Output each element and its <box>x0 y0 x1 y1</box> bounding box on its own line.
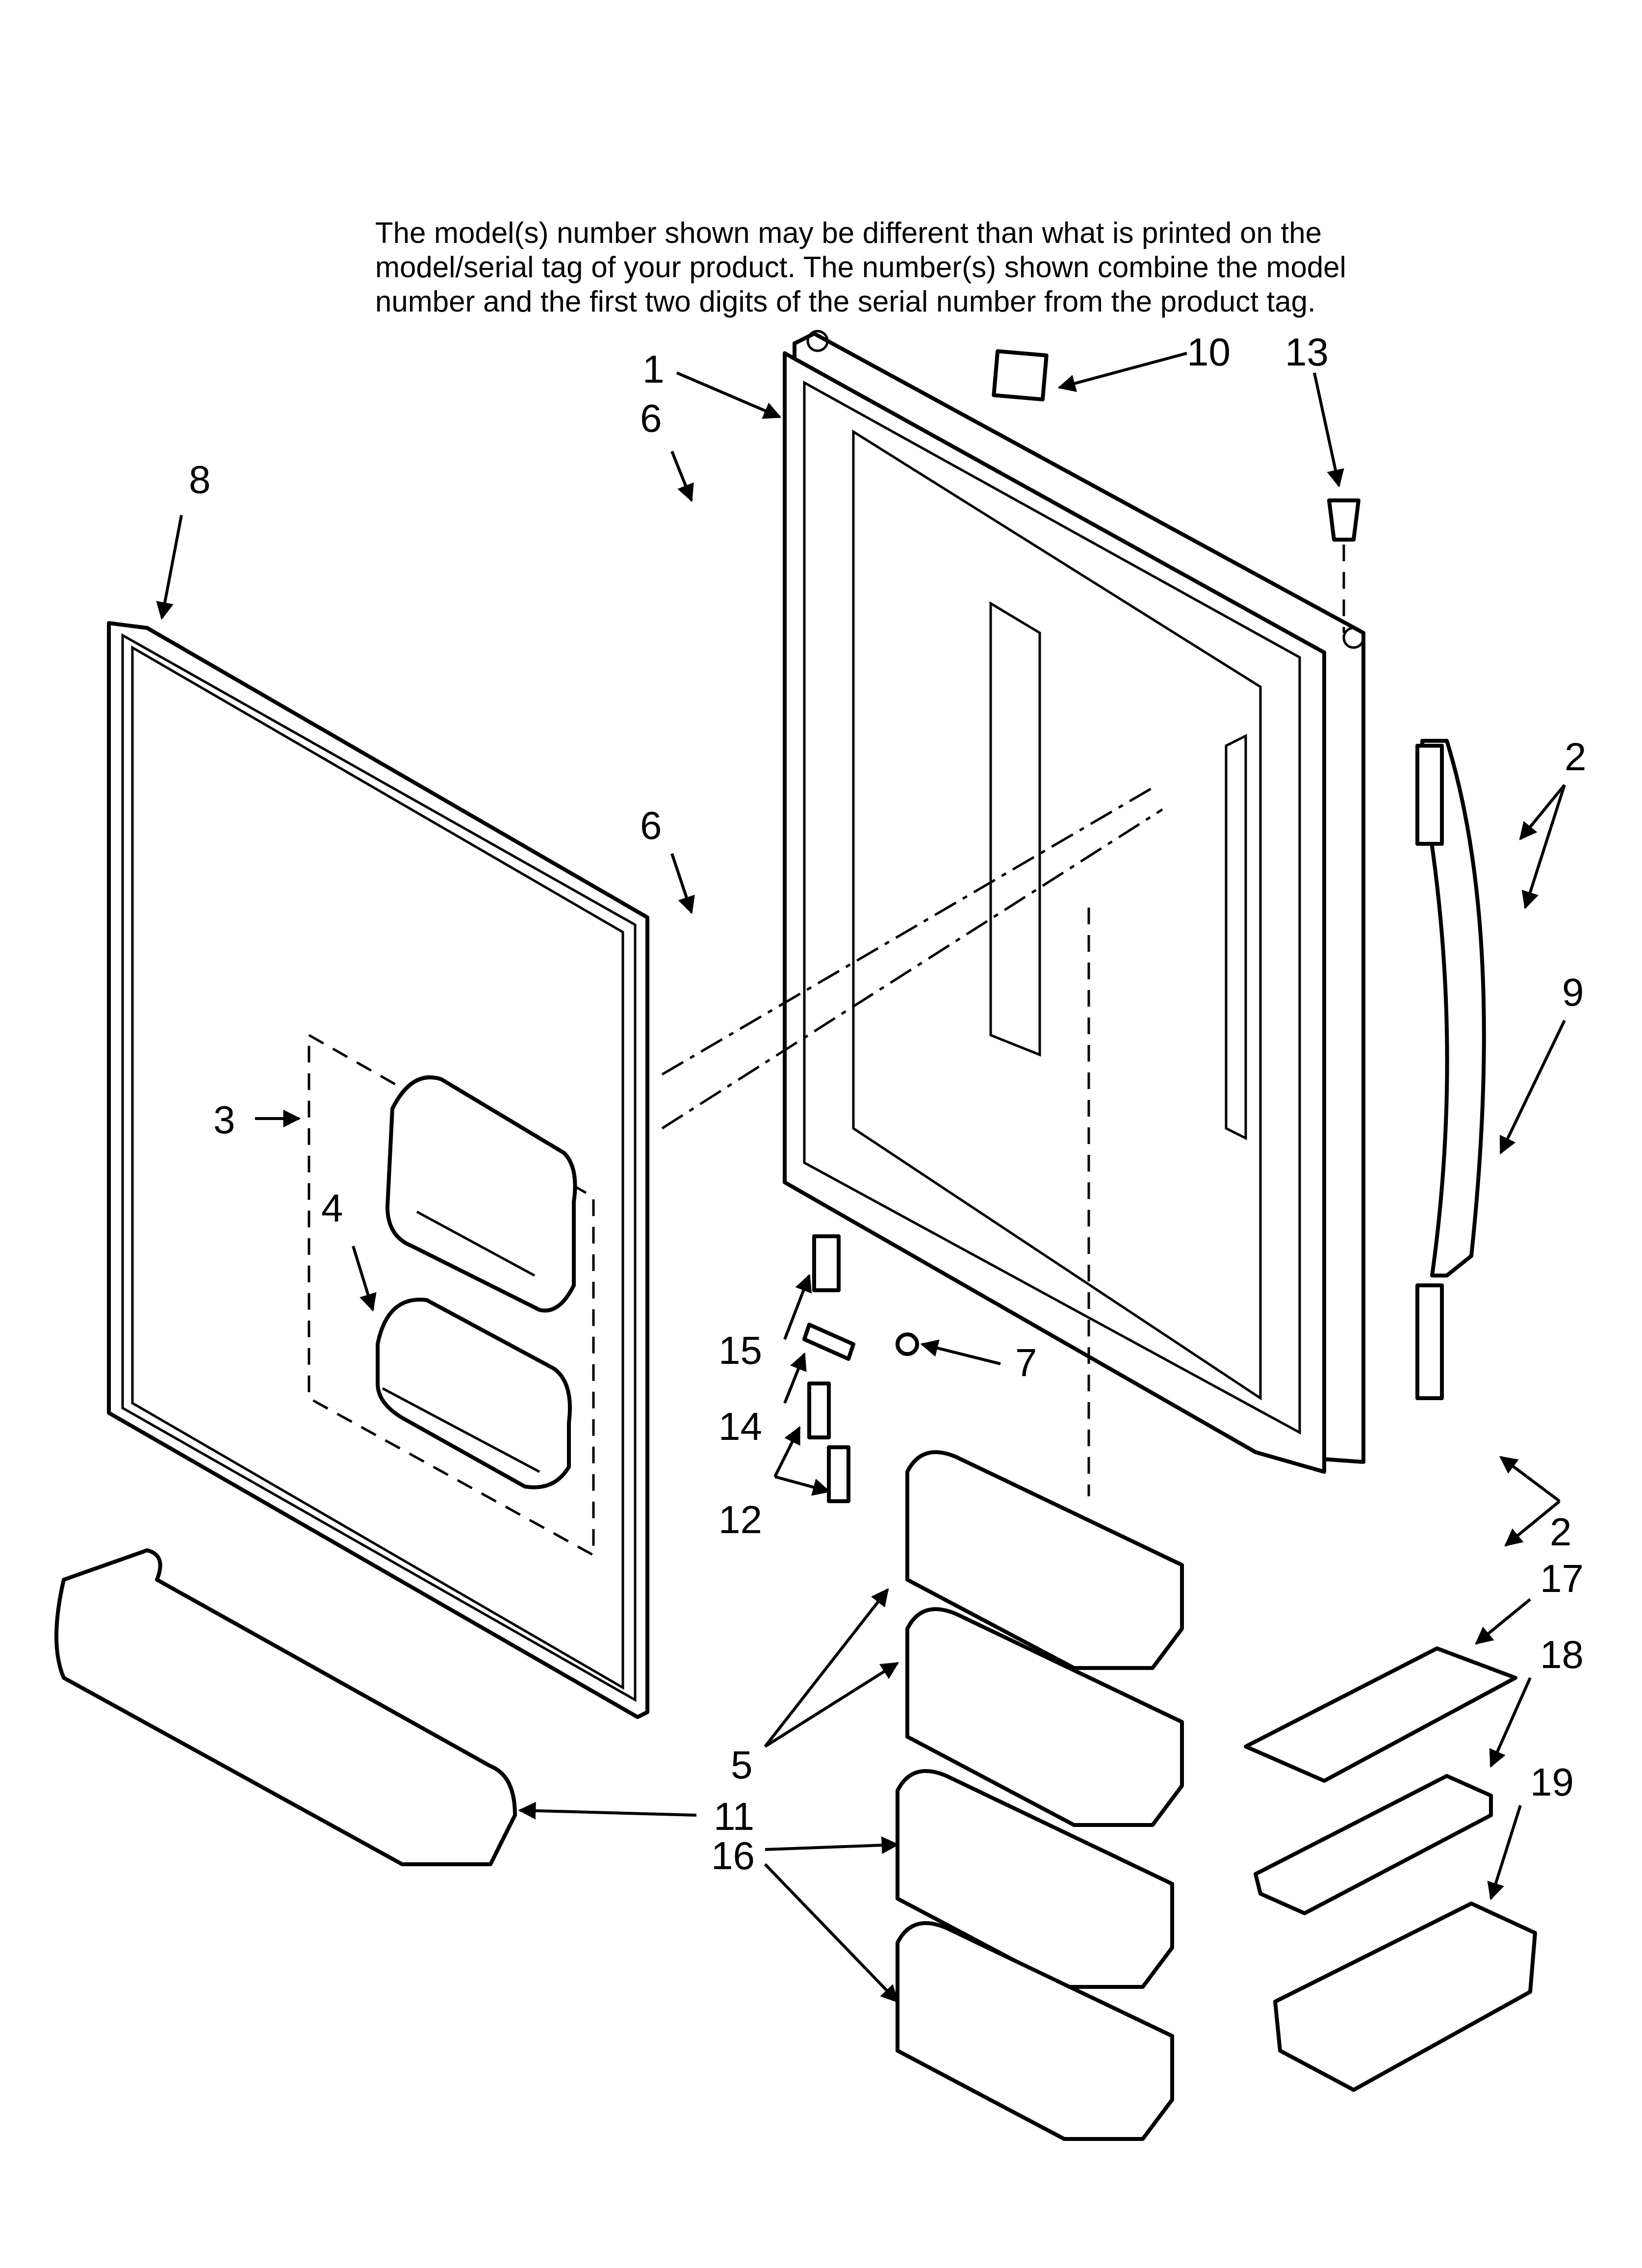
callout-15: 15 <box>718 1329 762 1372</box>
callout-18: 18 <box>1540 1633 1584 1676</box>
callout-5: 5 <box>731 1743 753 1787</box>
upper-dispenser-cover <box>385 1075 577 1313</box>
callout-4: 4 <box>321 1186 343 1230</box>
callout-13: 13 <box>1285 330 1329 374</box>
callout-10: 10 <box>1187 330 1231 374</box>
callout-6a: 6 <box>640 396 662 440</box>
product-label <box>992 349 1049 402</box>
callout-7: 7 <box>1015 1341 1037 1384</box>
note-line-1: The model(s) number shown may be differe… <box>375 216 1322 249</box>
egg-tray-cover <box>1244 1646 1517 1783</box>
door-handle <box>1420 739 1486 1277</box>
callout-16: 16 <box>711 1834 755 1877</box>
callout-12: 12 <box>718 1498 762 1541</box>
callout-17: 17 <box>1540 1557 1584 1600</box>
callout-2b: 2 <box>1550 1510 1572 1554</box>
callout-6b: 6 <box>640 804 662 847</box>
callout-3: 3 <box>213 1098 235 1142</box>
door-bins-5-16 <box>896 1450 1184 2141</box>
egg-tray <box>1254 1774 1493 1915</box>
dispenser-group <box>308 1033 595 1558</box>
callout-11: 11 <box>714 1795 754 1838</box>
callout-2a: 2 <box>1565 735 1587 779</box>
alignment-line-2 <box>661 808 1163 1130</box>
note-line-2: model/serial tag of your product. The nu… <box>375 251 1346 284</box>
callout-19: 19 <box>1530 1760 1574 1804</box>
callout-1: 1 <box>642 347 665 391</box>
lower-dispenser-bin <box>376 1298 572 1489</box>
note-line-3: number and the first two digits of the s… <box>375 285 1316 318</box>
alignment-line-1 <box>661 783 1158 1076</box>
callout-9: 9 <box>1562 970 1584 1014</box>
inner-door-liner <box>783 330 1365 1474</box>
bushing <box>1327 498 1360 542</box>
callout-14: 14 <box>718 1405 762 1448</box>
model-number-note: The model(s) number shown may be differe… <box>375 216 1356 319</box>
crisper-bin <box>1273 1902 1537 2092</box>
callout-8: 8 <box>189 458 211 501</box>
hinge-hardware <box>802 1234 919 1503</box>
door-bin-11 <box>54 1548 517 1866</box>
